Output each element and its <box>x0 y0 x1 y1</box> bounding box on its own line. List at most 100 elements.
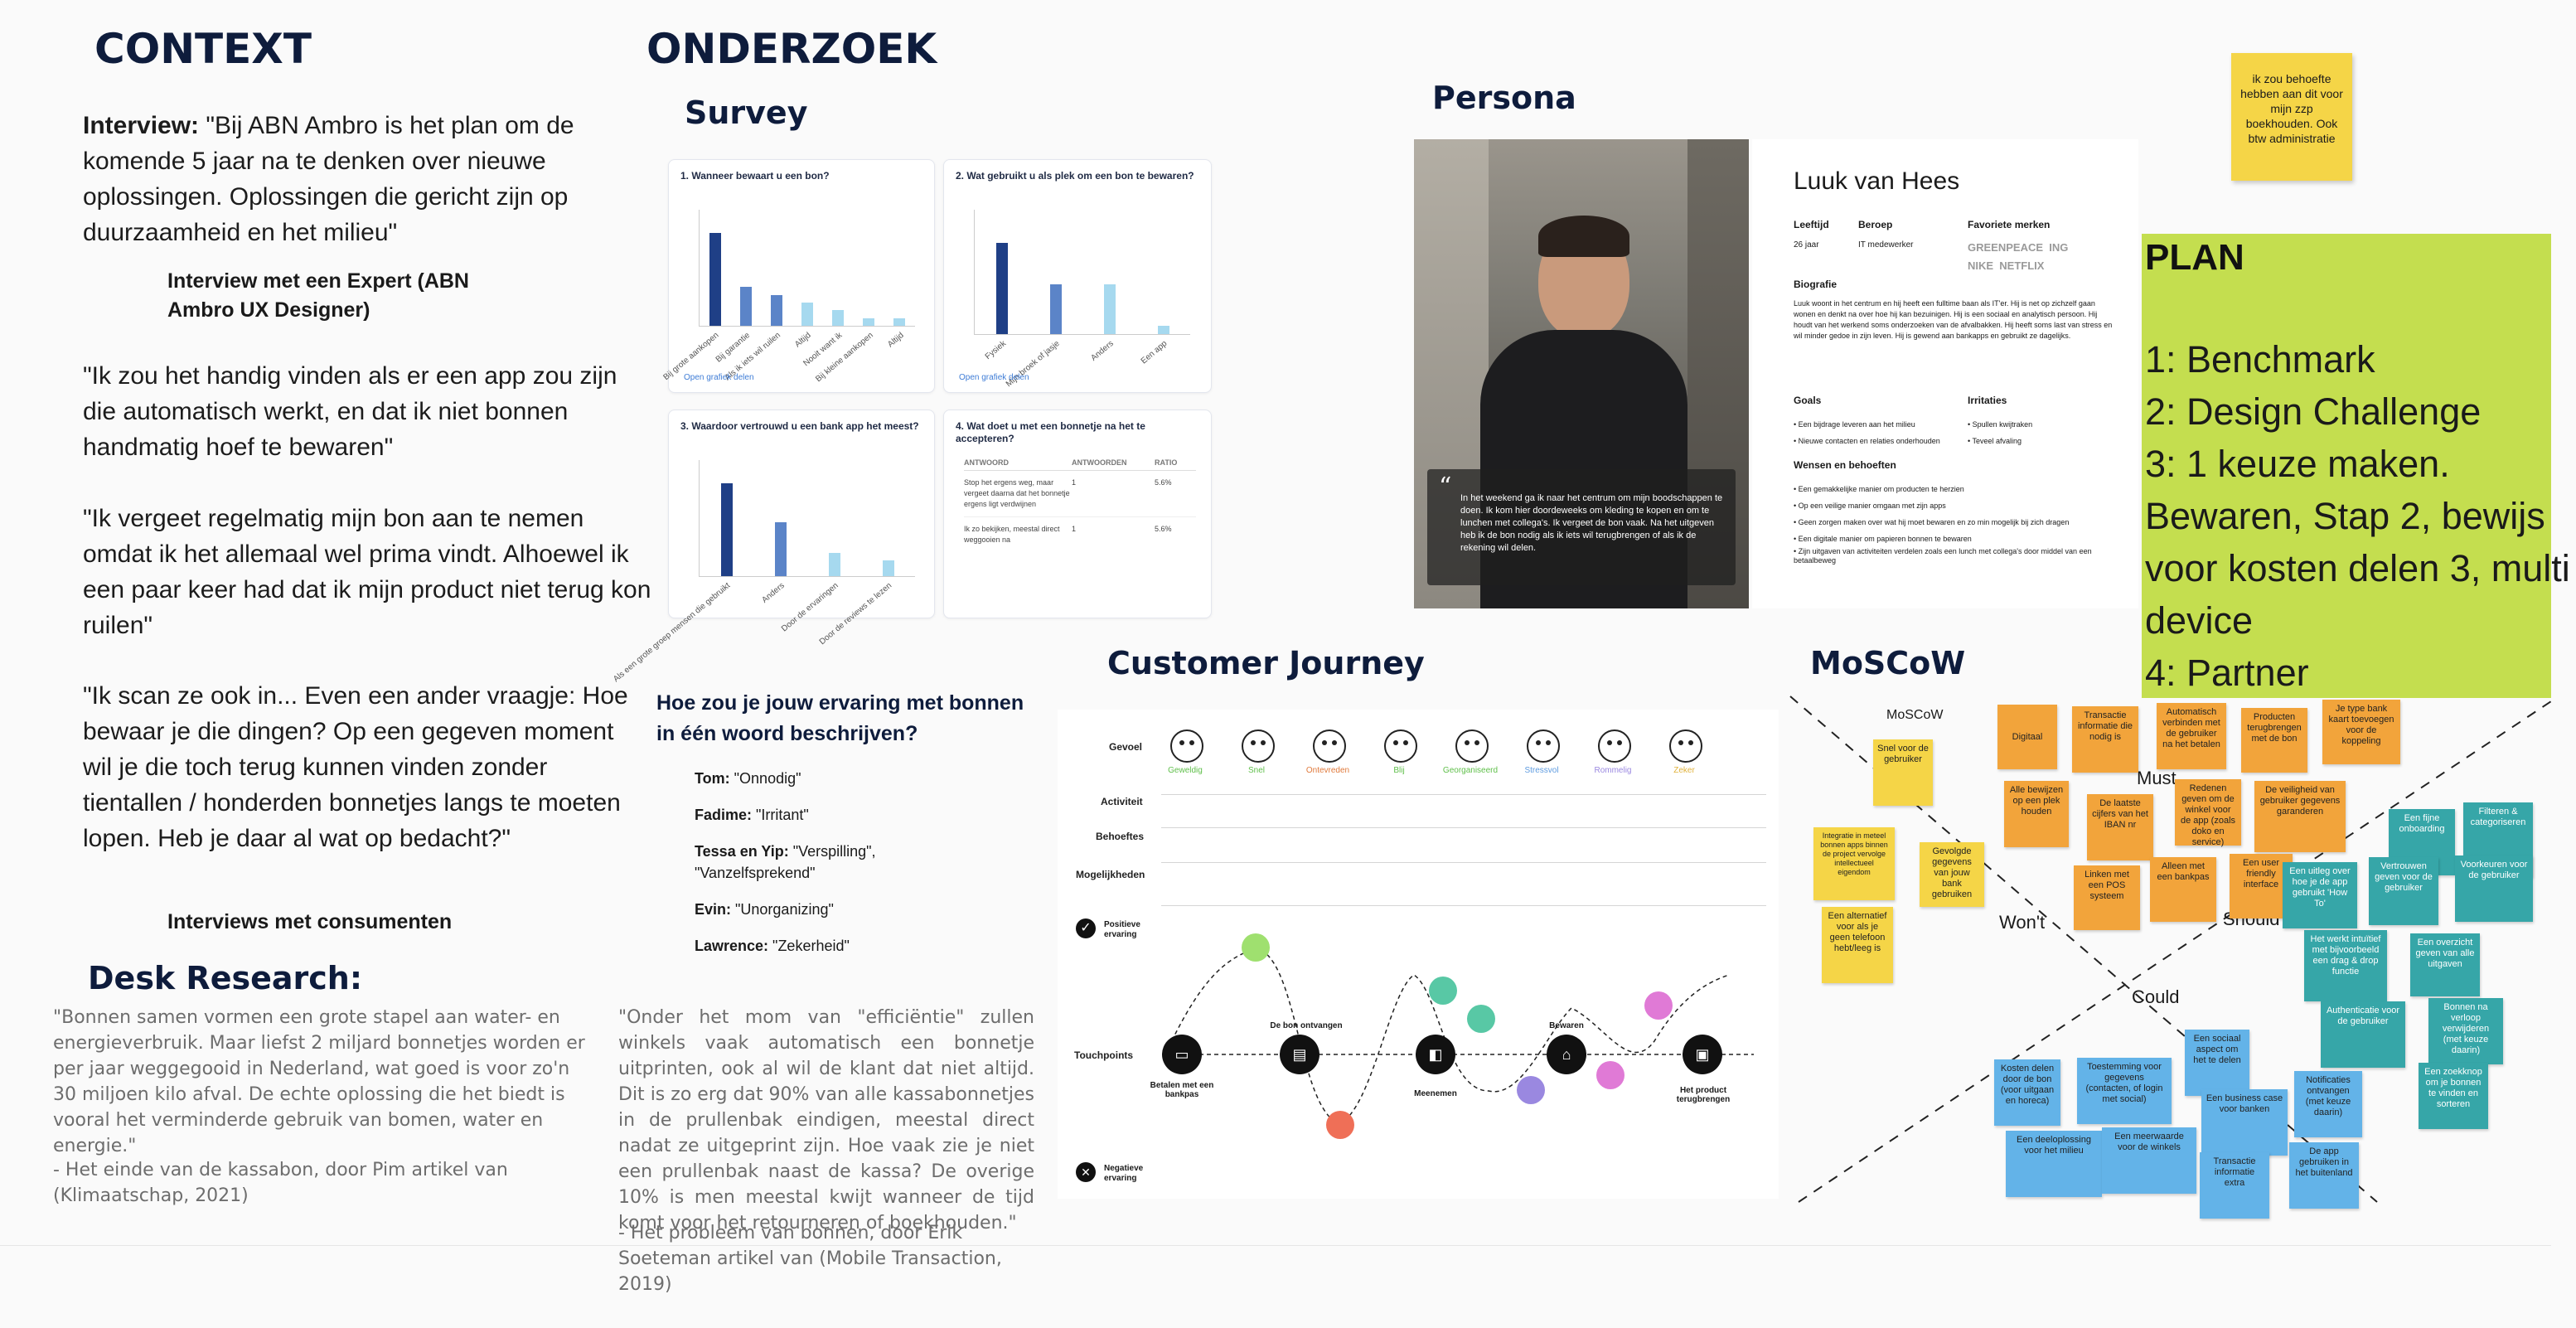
chart-bar <box>1103 284 1116 334</box>
sticky-must[interactable]: Transactie informatie die nodig is <box>2072 706 2138 773</box>
quadrant-must: Must <box>2137 768 2177 788</box>
sticky-must[interactable]: Redenen geven om de winkel voor de app (… <box>2175 779 2241 847</box>
sticky-wont[interactable]: Integratie in meteel bonnen apps binnen … <box>1813 827 1895 900</box>
chart-bar <box>828 553 840 576</box>
answer-fadime: Fadime: "Irritant" <box>695 804 918 826</box>
chart-tick-label: Altijd <box>885 331 906 350</box>
sticky-wont[interactable]: Snel voor de gebruiker <box>1873 739 1933 806</box>
wish-item: • Een digitale manier om papieren bonnen… <box>1794 535 1972 543</box>
sticky-could[interactable]: De app gebruiken in het buitenland <box>2289 1142 2359 1209</box>
brand-logo: ING <box>2049 241 2069 254</box>
plan-item: 2: Design Challenge <box>2145 390 2482 433</box>
interview-label: Interview: <box>83 112 200 139</box>
wish-text: Geen zorgen maken over wat hij moet bewa… <box>1798 518 2070 526</box>
sticky-should[interactable]: Bonnen na verloop verwijderen (met keuze… <box>2428 998 2503 1064</box>
context-title: CONTEXT <box>94 25 312 73</box>
plan-item: 4: Partner <box>2145 652 2309 694</box>
brand-logo: GREENPEACE <box>1968 241 2044 254</box>
answer-name: Tom: <box>695 770 730 787</box>
emotion-face-icon <box>1598 729 1631 763</box>
goal-item: • Een bijdrage leveren aan het milieu <box>1794 420 1915 429</box>
sticky-could[interactable]: Kosten delen door de bon (voor uitgaan e… <box>1994 1059 2060 1126</box>
bag-icon: ▣ <box>1683 1035 1722 1074</box>
chart-bar <box>774 521 787 576</box>
table-row: Ik zo bekijken, meestal direct weggooien… <box>964 517 1196 552</box>
desk-source-left: - Het einde van de kassabon, door Pim ar… <box>53 1160 508 1206</box>
sticky-should[interactable]: Een zoekknop om je bonnen te vinden en s… <box>2419 1063 2488 1129</box>
sticky-could[interactable]: Notificaties ontvangen (met keuze daarin… <box>2294 1071 2362 1137</box>
sticky-could[interactable]: Een deeloplossing voor het milieu <box>2006 1131 2102 1197</box>
desk-quote-left: "Bonnen samen vormen een grote stapel aa… <box>53 1007 585 1156</box>
survey-q2-link[interactable]: Open grafiek delen <box>959 373 1029 382</box>
touchpoint-label: Meenemen <box>1414 1089 1457 1098</box>
quadrant-could: Could <box>2132 986 2180 1007</box>
divider <box>1161 827 1766 829</box>
sticky-could[interactable]: Toestemming voor gegevens (contacten, of… <box>2077 1058 2172 1124</box>
sticky-note-zzp[interactable]: ik zou behoefte hebben aan dit voor mijn… <box>2231 53 2352 181</box>
sticky-should[interactable]: Vertrouwen geven voor de gebruiker <box>2369 857 2438 925</box>
answer-word: "Zekerheid" <box>768 938 850 954</box>
emotion-bubble <box>1326 1111 1354 1139</box>
sticky-must[interactable]: Automatisch verbinden met de gebruiker n… <box>2157 703 2226 769</box>
survey-card-q4: 4. Wat doet u met een bonnetje na het te… <box>943 410 1212 618</box>
emotion-label: Snel <box>1247 766 1265 775</box>
row-label-behoeftes: Behoeftes <box>1096 831 1145 842</box>
wallet-icon: ◧ <box>1416 1035 1455 1074</box>
wish-text: Op een veilige manier omgaan met zijn ap… <box>1798 502 1946 510</box>
persona-job-label: Beroep <box>1858 219 1893 230</box>
chart-bar <box>801 303 813 326</box>
sticky-must[interactable]: Digitaal <box>1997 705 2057 769</box>
persona-age: 26 jaar <box>1794 240 1819 250</box>
sticky-must[interactable]: Je type bank kaart toevoegen voor de kop… <box>2322 700 2400 764</box>
journey-text-grid <box>1161 791 1766 907</box>
moscow-board: MoSCoW Must Should Could Won't Digitaal … <box>1780 688 2552 1219</box>
sticky-could[interactable]: Een business case voor banken <box>2201 1089 2288 1156</box>
row-label-gevoel: Gevoel <box>1109 741 1143 753</box>
sticky-must[interactable]: Producten terugbrengen met de bon <box>2241 708 2307 773</box>
answer-word: "Onnodig" <box>729 770 801 787</box>
answer-name: Tessa en Yip: <box>695 843 789 860</box>
sticky-could[interactable]: Transactie informatie extra <box>2200 1152 2269 1219</box>
sticky-should[interactable]: Voorkeuren voor de gebruiker <box>2455 855 2533 922</box>
survey-q3-title: 3. Waardoor vertrouwd u een bank app het… <box>680 420 919 432</box>
sticky-must[interactable]: Alleen met een bankpas <box>2150 857 2216 922</box>
sticky-wont[interactable]: Een alternatief voor als je geen telefoo… <box>1822 907 1893 983</box>
survey-q2-title: 2. Wat gebruikt u als plek om een bon te… <box>956 170 1194 182</box>
survey-q1-link[interactable]: Open grafiek delen <box>684 373 754 382</box>
sticky-should[interactable]: Authenticatie voor de gebruiker <box>2321 1001 2405 1068</box>
sticky-must[interactable]: De veiligheid van gebruiker gegevens gar… <box>2254 781 2346 852</box>
goal-text: Een bijdrage leveren aan het milieu <box>1798 420 1915 429</box>
sticky-could[interactable]: Een meerwaarde voor de winkels <box>2102 1127 2196 1194</box>
emotion-label: Blij <box>1393 766 1405 775</box>
chart-tick-label: Een app <box>1139 339 1169 366</box>
sticky-must[interactable]: De laatste cijfers van het IBAN nr <box>2087 794 2153 860</box>
emotion-label: Geweldig <box>1168 766 1203 775</box>
chart-tick-label: Fysiek <box>983 339 1008 362</box>
emotion-face-icon <box>1242 729 1275 763</box>
sticky-should[interactable]: Het werkt intuïtief met bijvoorbeeld een… <box>2304 930 2387 1001</box>
sticky-should[interactable]: Een uitleg over hoe je de app gebruikt '… <box>2283 862 2357 928</box>
wish-item: • Op een veilige manier omgaan met zijn … <box>1794 502 1946 510</box>
emotion-face-icon <box>1527 729 1560 763</box>
chart-bar <box>832 310 845 326</box>
journey-curve <box>1162 948 1754 1125</box>
sticky-should[interactable]: Een overzicht geven van alle uitgaven <box>2410 933 2480 996</box>
sticky-could[interactable]: Een sociaal aspect om het te delen <box>2185 1030 2249 1096</box>
persona-irritations-label: Irritaties <box>1968 395 2007 406</box>
row-label-touchpoints: Touchpoints <box>1074 1049 1134 1061</box>
onderzoek-title: ONDERZOEK <box>646 25 937 73</box>
brand-logo: NIKE <box>1968 259 1994 272</box>
table-cell: Stop het ergens weg, maar vergeet daarna… <box>964 478 1070 508</box>
table-cell: Ik zo bekijken, meestal direct weggooien… <box>964 525 1060 544</box>
emotion-label: Georganiseerd <box>1442 766 1499 775</box>
answer-name: Fadime: <box>695 807 753 823</box>
goal-item: • Nieuwe contacten en relaties onderhoud… <box>1794 437 1940 445</box>
sticky-must[interactable]: Linken met een POS systeem <box>2074 865 2140 930</box>
sticky-must[interactable]: Een user friendly interface <box>2230 854 2293 918</box>
answer-word: "Unorganizing" <box>731 901 834 918</box>
sticky-must[interactable]: Alle bewijzen op een plek houden <box>2004 781 2069 847</box>
irritation-item: • Spullen kwijtraken <box>1968 420 2033 429</box>
sticky-wont[interactable]: Gevolgde gegevens van jouw bank gebruike… <box>1920 842 1984 907</box>
persona-card: Luuk van Hees Leeftijd 26 jaar Beroep IT… <box>1752 139 2138 608</box>
